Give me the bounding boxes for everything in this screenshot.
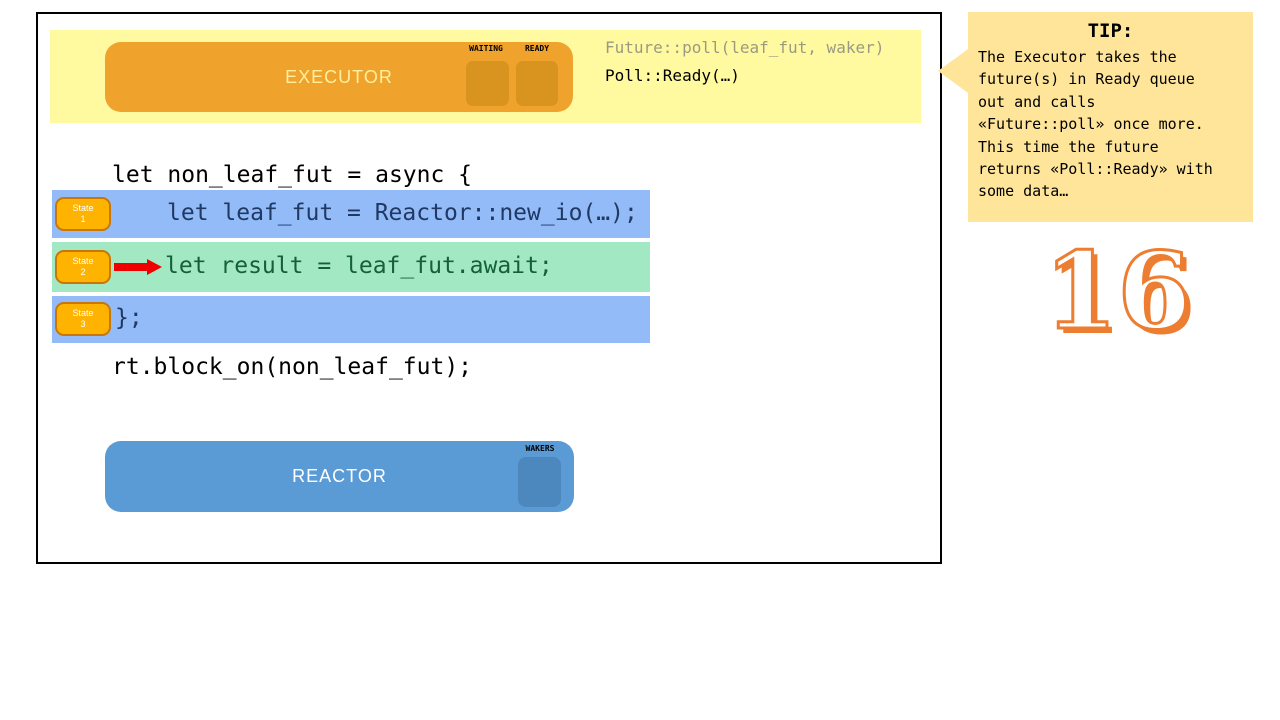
code-row-state1: State 1 let leaf_fut = Reactor::new_io(…… — [52, 190, 650, 238]
code-line-leaf-fut: let leaf_fut = Reactor::new_io(…); — [167, 200, 638, 226]
code-line-block-on: rt.block_on(non_leaf_fut); — [112, 354, 473, 380]
tip-text-line: some data… — [978, 182, 1069, 201]
ready-queue-slot — [516, 61, 558, 106]
state-badge-number: 1 — [80, 214, 86, 224]
executor-banner: EXECUTOR WAITING READY Future::poll(leaf… — [50, 30, 921, 123]
code-line-block-close: }; — [115, 305, 143, 331]
wakers-label: WAKERS — [525, 444, 555, 453]
code-line-await: let result = leaf_fut.await; — [165, 253, 553, 279]
tip-text-line: future(s) in Ready queue — [978, 70, 1195, 89]
wakers-slot — [518, 457, 561, 507]
page-number: 16 — [1042, 228, 1193, 353]
reactor-label: REACTOR — [292, 466, 387, 486]
waiting-queue-slot — [466, 61, 509, 106]
state-badge-number: 2 — [80, 267, 86, 277]
arrow-shaft — [114, 263, 148, 271]
poll-ready-result-text: Poll::Ready(…) — [605, 66, 740, 85]
executor-label: EXECUTOR — [285, 66, 393, 87]
tip-text-line: out and calls — [978, 92, 1096, 111]
state-badge-word: State — [72, 203, 94, 213]
code-row-state3: State 3 }; — [52, 296, 650, 343]
tip-title: TIP: — [1087, 20, 1134, 42]
diagram-frame: EXECUTOR WAITING READY Future::poll(leaf… — [36, 12, 942, 564]
tip-callout-pointer-icon — [938, 44, 975, 98]
code-line-async-block-open: let non_leaf_fut = async { — [112, 162, 473, 188]
tip-callout: TIP: The Executor takes the future(s) in… — [968, 12, 1253, 222]
tip-text-line: This time the future — [978, 137, 1159, 156]
state-badge-word: State — [72, 256, 94, 266]
current-line-arrow-icon — [114, 259, 162, 275]
tip-text-line: returns «Poll::Ready» with — [978, 160, 1213, 179]
state-2-badge: State 2 — [55, 250, 111, 284]
state-3-badge: State 3 — [55, 302, 111, 336]
code-row-state2: State 2 let result = leaf_fut.await; — [52, 242, 650, 292]
state-1-badge: State 1 — [55, 197, 111, 231]
tip-text-line: «Future::poll» once more. — [978, 115, 1204, 134]
arrow-head — [147, 259, 162, 275]
state-badge-word: State — [72, 308, 94, 318]
reactor-box: REACTOR WAKERS — [105, 441, 574, 512]
ready-queue-label: READY — [524, 44, 550, 53]
waiting-queue-label: WAITING — [469, 44, 503, 53]
executor-box: EXECUTOR WAITING READY — [105, 42, 573, 112]
future-poll-call-text: Future::poll(leaf_fut, waker) — [605, 38, 885, 57]
tip-text-line: The Executor takes the — [978, 48, 1177, 66]
state-badge-number: 3 — [80, 319, 86, 329]
